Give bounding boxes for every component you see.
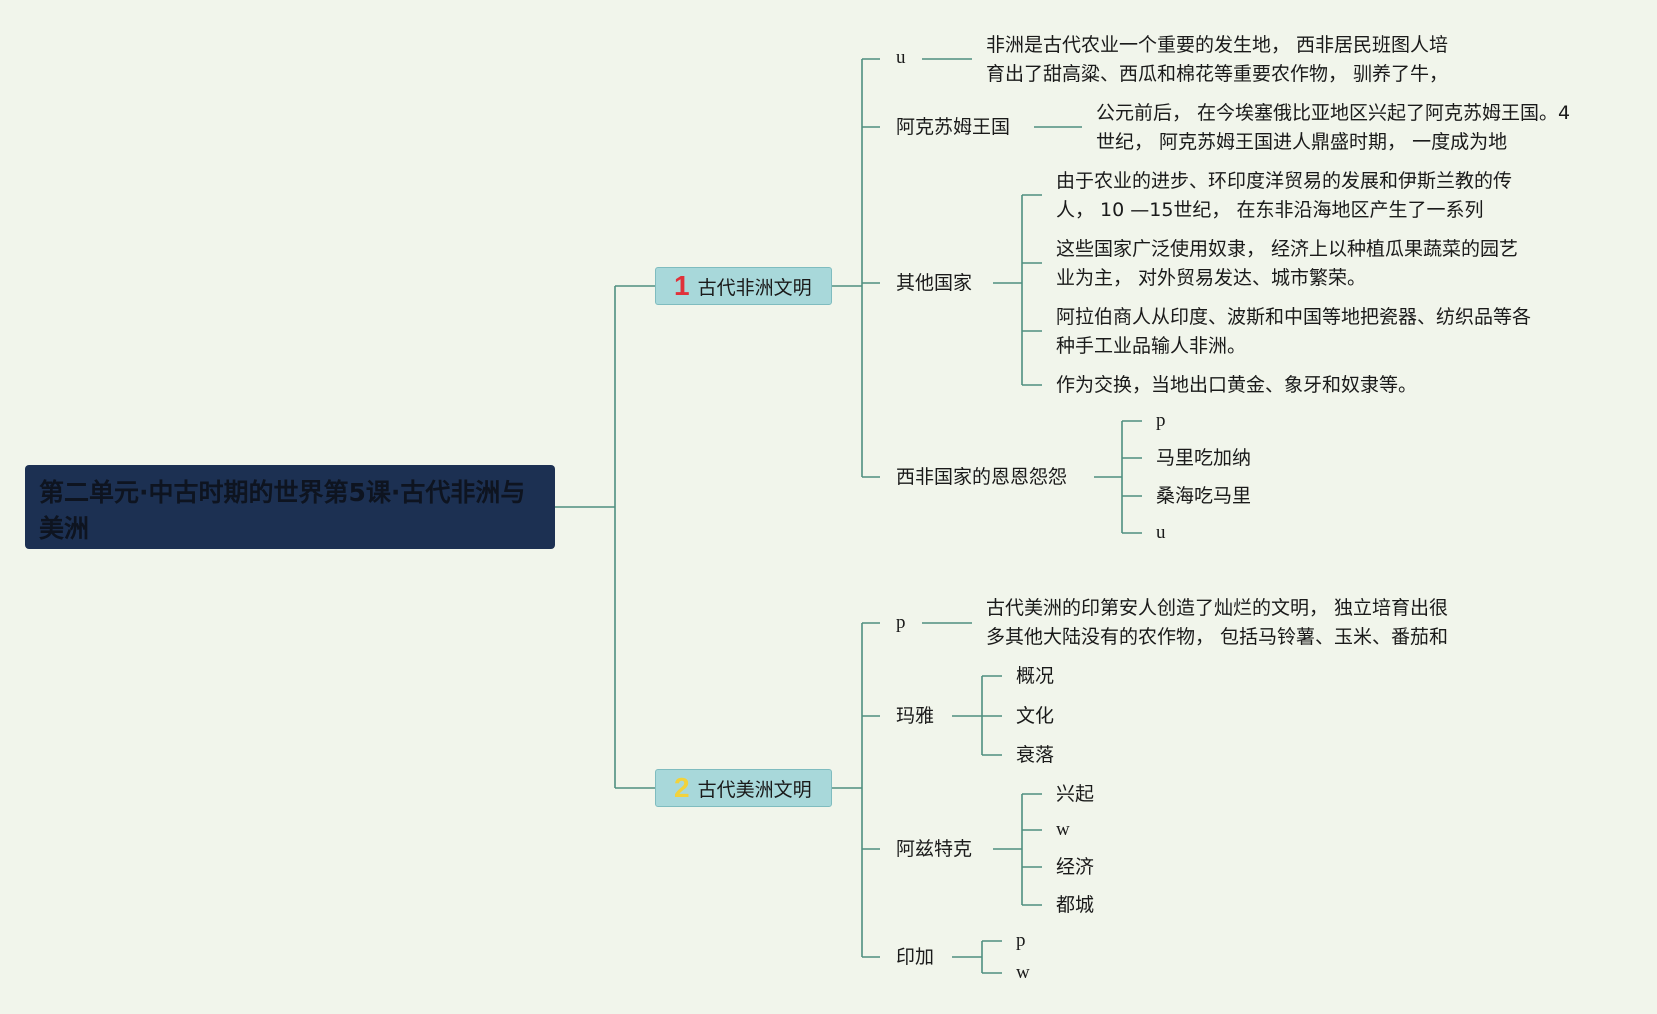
item-maya-1[interactable]: 概况 — [1016, 665, 1055, 687]
topic-maya[interactable]: 玛雅 — [896, 705, 935, 727]
topic-aksum-kingdom[interactable]: 阿克苏姆王国 — [896, 116, 1011, 138]
topic-inca[interactable]: 印加 — [896, 946, 935, 968]
item-inca-2[interactable]: w — [1016, 962, 1030, 983]
topic-aztec[interactable]: 阿兹特克 — [896, 838, 973, 860]
item-other-2-line-1: 这些国家广泛使用奴隶， 经济上以种植瓜果蔬菜的园艺 — [1056, 238, 1519, 260]
branch-topic-america[interactable]: 2 古代美洲文明 — [655, 769, 832, 807]
detail-b1-c1-line-2: 育出了甜高粱、西瓜和棉花等重要农作物， 驯养了牛， — [986, 63, 1449, 85]
connector-b1-c4 — [1094, 420, 1142, 534]
item-aztec-3[interactable]: 经济 — [1056, 856, 1095, 878]
branch-label-america: 古代美洲文明 — [697, 778, 812, 801]
item-aztec-2[interactable]: w — [1056, 819, 1070, 840]
connector-b2-c3 — [993, 793, 1042, 906]
item-maya-2[interactable]: 文化 — [1016, 705, 1055, 727]
branch-number-2: 2 — [674, 772, 690, 803]
connector-b2-c2 — [952, 675, 1002, 756]
connector-b1-c3 — [993, 194, 1042, 386]
topic-b1-c1[interactable]: u — [896, 47, 906, 68]
item-west-africa-3[interactable]: 桑海吃马里 — [1156, 485, 1252, 507]
branch-label-africa: 古代非洲文明 — [697, 276, 812, 299]
item-aztec-4[interactable]: 都城 — [1056, 894, 1095, 916]
item-other-1-line-1: 由于农业的进步、环印度洋贸易的发展和伊斯兰教的传 — [1056, 170, 1513, 192]
item-other-3-line-1: 阿拉伯商人从印度、波斯和中国等地把瓷器、纺织品等各 — [1056, 306, 1532, 328]
detail-b1-c1-line-1: 非洲是古代农业一个重要的发生地， 西非居民班图人培 — [986, 34, 1449, 56]
root-topic[interactable]: 第二单元·中古时期的世界第5课·古代非洲与 美洲 — [25, 465, 555, 549]
item-maya-3[interactable]: 衰落 — [1016, 744, 1055, 766]
topic-west-africa[interactable]: 西非国家的恩恩怨怨 — [896, 466, 1068, 488]
topic-other-countries[interactable]: 其他国家 — [896, 272, 973, 294]
connector-branch-1 — [832, 58, 880, 478]
connector-branch-2 — [832, 622, 880, 958]
root-title-line-2: 美洲 — [39, 514, 90, 543]
item-other-3-line-2: 种手工业品输人非洲。 — [1056, 335, 1247, 357]
root-title-line-1: 第二单元·中古时期的世界第5课·古代非洲与 — [39, 478, 526, 507]
item-other-2-line-2: 业为主， 对外贸易发达、城市繁荣。 — [1056, 267, 1367, 289]
detail-aksum-line-2: 世纪， 阿克苏姆王国进人鼎盛时期， 一度成为地 — [1096, 131, 1508, 153]
branch-number-1: 1 — [674, 270, 690, 301]
item-other-4-line-1: 作为交换，当地出口黄金、象牙和奴隶等。 — [1056, 374, 1418, 396]
item-west-africa-2[interactable]: 马里吃加纳 — [1156, 447, 1252, 469]
topic-b2-c1[interactable]: p — [896, 612, 906, 633]
branch-topic-africa[interactable]: 1 古代非洲文明 — [655, 267, 832, 305]
item-inca-1[interactable]: p — [1016, 930, 1026, 951]
item-other-1-line-2: 人， 10 —15世纪， 在东非沿海地区产生了一系列 — [1056, 199, 1484, 221]
detail-aksum-line-1: 公元前后， 在今埃塞俄比亚地区兴起了阿克苏姆王国。4 — [1096, 102, 1571, 124]
item-aztec-1[interactable]: 兴起 — [1056, 783, 1095, 805]
connector-root — [555, 285, 655, 789]
detail-b2-c1-line-1: 古代美洲的印第安人创造了灿烂的文明， 独立培育出很 — [986, 597, 1449, 619]
item-west-africa-1[interactable]: p — [1156, 410, 1166, 431]
connector-b2-c4 — [952, 940, 1002, 974]
item-west-africa-4[interactable]: u — [1156, 522, 1166, 543]
detail-b2-c1-line-2: 多其他大陆没有的农作物， 包括马铃薯、玉米、番茄和 — [986, 626, 1449, 648]
